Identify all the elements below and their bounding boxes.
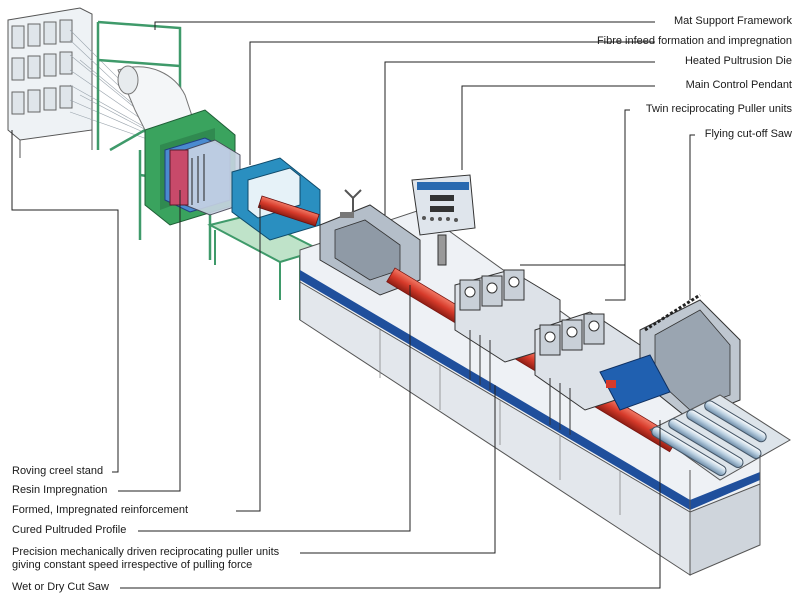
label-flying-cut-off-saw: Flying cut-off Saw [704, 128, 792, 140]
label-resin-impregnation: Resin Impregnation [12, 484, 108, 496]
label-cured-pultruded-profile: Cured Pultruded Profile [12, 524, 127, 536]
label-fibre-infeed: Fibre infeed formation and impregnation [596, 35, 792, 47]
label-wet-or-dry-cut-saw: Wet or Dry Cut Saw [12, 581, 109, 593]
label-roving-creel-stand: Roving creel stand [12, 465, 104, 477]
label-heated-pultrusion-die: Heated Pultrusion Die [684, 55, 792, 67]
leader-lines-left [11, 130, 661, 589]
label-twin-puller-units: Twin reciprocating Puller units [645, 103, 792, 115]
label-precision-puller-line2: giving constant speed irrespective of pu… [12, 559, 253, 571]
label-main-control-pendant: Main Control Pendant [685, 79, 792, 91]
label-formed-impregnated-reinforcement: Formed, Impregnated reinforcement [12, 504, 189, 516]
heated-pultrusion-die [231, 157, 321, 241]
roller-conveyor [649, 394, 791, 520]
fibre-infeed-unit [144, 109, 241, 226]
roving-creel-stand [7, 7, 151, 158]
label-precision-puller-line1: Precision mechanically driven reciprocat… [12, 546, 280, 558]
puller-unit-1 [454, 269, 561, 390]
leader-lines-right [154, 21, 695, 301]
main-control-pendant [411, 174, 476, 266]
label-mat-support-framework: Mat Support Framework [674, 15, 792, 27]
flying-cut-off-saw [599, 293, 741, 421]
